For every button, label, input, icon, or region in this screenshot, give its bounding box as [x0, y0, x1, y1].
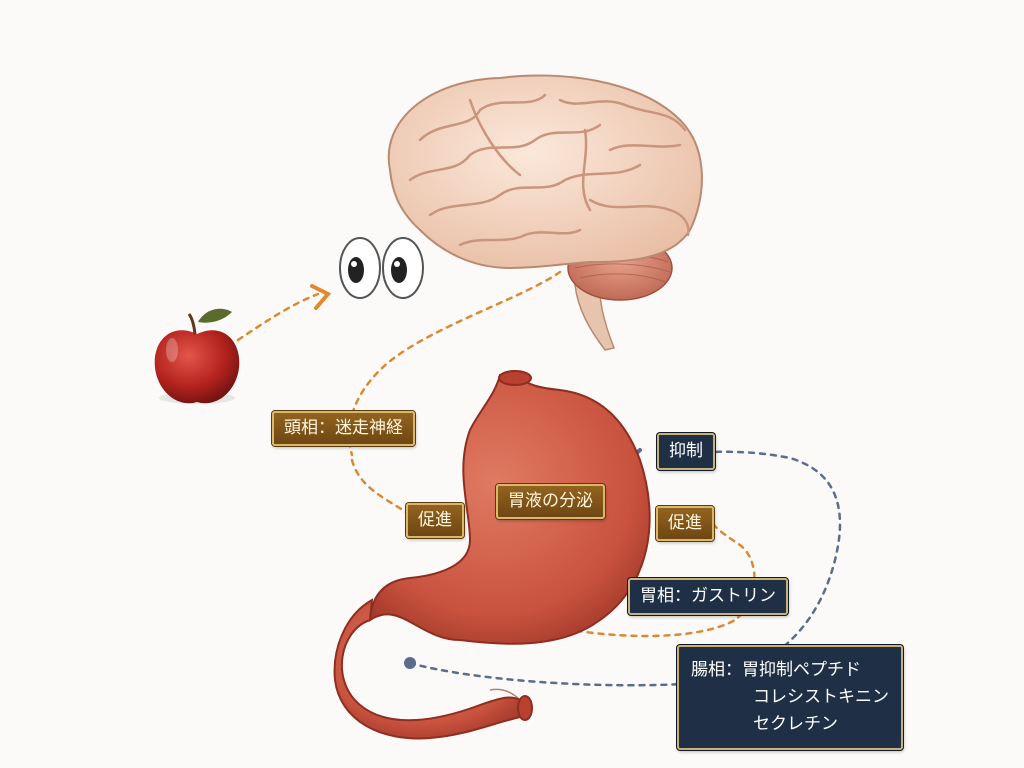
intestinal-phase-label: 腸相：胃抑制ペプチド: [691, 660, 861, 680]
cephalic-phase-label: 頭相：迷走神経: [272, 411, 415, 446]
promote-left-label: 促進: [406, 503, 464, 538]
apple-icon: [154, 308, 240, 404]
gastric-secretion-label: 胃液の分泌: [496, 484, 605, 519]
intestinal-item-secretin: セクレチン: [753, 714, 838, 734]
intestine-dot-icon: [404, 657, 416, 669]
gastric-phase-label: 胃相：ガストリン: [628, 578, 788, 615]
brain-icon: [387, 74, 703, 351]
intestinal-phase-box: 腸相：胃抑制ペプチド コレシストキニン セクレチン: [677, 645, 903, 750]
intestinal-item-cholecystokinin: コレシストキニン: [753, 687, 889, 707]
apple-to-eyes-path: [236, 292, 320, 342]
intestinal-inhibit-path: [408, 450, 842, 687]
vagus-to-promote-path: [350, 458, 412, 517]
inhibit-label: 抑制: [657, 433, 715, 470]
eyes-arrow-icon: [310, 284, 332, 310]
eyes-icon: [339, 237, 424, 299]
promote-right-label: 促進: [656, 506, 714, 541]
